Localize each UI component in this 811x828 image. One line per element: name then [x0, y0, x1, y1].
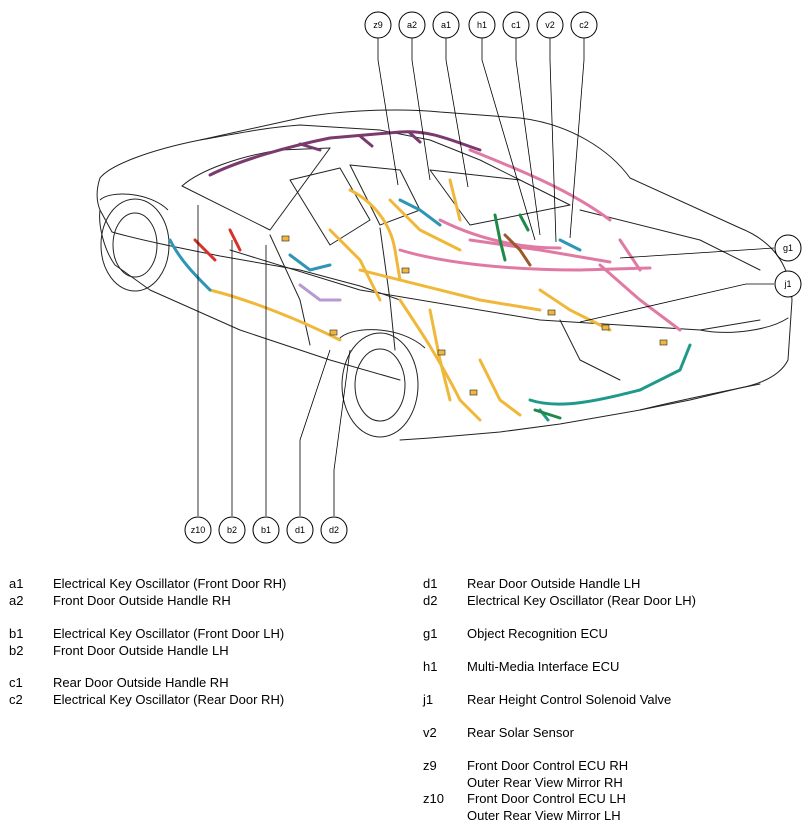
- svg-text:b2: b2: [227, 525, 237, 535]
- callout-b2: b2: [218, 516, 246, 544]
- legend-description: Electrical Key Oscillator (Front Door RH…: [53, 576, 287, 591]
- callout-c1: c1: [502, 11, 530, 39]
- callout-b1: b1: [252, 516, 280, 544]
- legend-description: Object Recognition ECU: [467, 626, 608, 641]
- harness-brown: [503, 233, 532, 267]
- svg-text:g1: g1: [783, 243, 793, 253]
- legend-code: d2: [423, 593, 438, 608]
- callout-leader-lines: [197, 38, 775, 516]
- harness-blue: [168, 198, 582, 292]
- front-wheel: [99, 193, 170, 292]
- legend-description: Rear Door Outside Handle RH: [53, 675, 229, 690]
- rear-wheel: [337, 329, 426, 438]
- legend-description: Front Door Outside Handle LH: [53, 643, 229, 658]
- harness-pink: [398, 148, 682, 332]
- legend-code: z10: [423, 791, 444, 806]
- callout-a1: a1: [432, 11, 460, 39]
- harness-yellow: [208, 178, 612, 422]
- legend-code: b1: [9, 626, 24, 641]
- car-body-outline: [96, 109, 793, 441]
- legend-code: b2: [9, 643, 24, 658]
- legend-description: Front Door Control ECU LH Outer Rear Vie…: [467, 791, 626, 823]
- legend-description: Electrical Key Oscillator (Rear Door LH): [467, 593, 697, 608]
- svg-text:j1: j1: [783, 279, 791, 289]
- svg-text:d1: d1: [295, 525, 305, 535]
- svg-text:v2: v2: [545, 20, 555, 30]
- legend-code: h1: [423, 659, 438, 674]
- legend-code: c1: [9, 675, 23, 690]
- legend-description: Front Door Control ECU RH Outer Rear Vie…: [467, 758, 629, 790]
- legend-description: Front Door Outside Handle RH: [53, 593, 231, 608]
- legend-description: Electrical Key Oscillator (Rear Door RH): [53, 692, 285, 707]
- svg-text:z9: z9: [373, 20, 383, 30]
- legend-code: c2: [9, 692, 23, 707]
- callout-a2: a2: [398, 11, 426, 39]
- legend-description: Rear Door Outside Handle LH: [467, 576, 641, 591]
- svg-text:d2: d2: [329, 525, 339, 535]
- callout-h1: h1: [468, 11, 496, 39]
- svg-text:z10: z10: [191, 525, 206, 535]
- legend-description: Electrical Key Oscillator (Front Door LH…: [53, 626, 285, 641]
- harness-connectors: [281, 235, 668, 396]
- harness-purple: [208, 130, 482, 177]
- svg-text:b1: b1: [261, 525, 271, 535]
- callout-d1: d1: [286, 516, 314, 544]
- callout-z10: z10: [184, 516, 212, 544]
- harness-green: [493, 213, 562, 420]
- wiring-harness-diagram: z9 a2 a1 h1 c1 v2 c2 g1 j1 z10 b2 b: [96, 11, 802, 544]
- callout-g1: g1: [774, 234, 802, 262]
- legend-code: g1: [423, 626, 438, 641]
- svg-text:c1: c1: [511, 20, 521, 30]
- legend-description: Rear Height Control Solenoid Valve: [467, 692, 672, 707]
- legend-code: a2: [9, 593, 24, 608]
- legend-code: d1: [423, 576, 438, 591]
- harness-lavender: [298, 283, 342, 302]
- legend-code: z9: [423, 758, 437, 773]
- legend-code: v2: [423, 725, 437, 740]
- svg-text:h1: h1: [477, 20, 487, 30]
- legend-code: a1: [9, 576, 24, 591]
- svg-text:a2: a2: [407, 20, 417, 30]
- legend-description: Rear Solar Sensor: [467, 725, 574, 740]
- legend-description: Multi-Media Interface ECU: [467, 659, 620, 674]
- legend-code: j1: [423, 692, 434, 707]
- callout-j1: j1: [774, 270, 802, 298]
- callout-v2: v2: [536, 11, 564, 39]
- svg-text:c2: c2: [579, 20, 589, 30]
- harness-teal: [528, 343, 692, 422]
- callout-c2: c2: [570, 11, 598, 39]
- callout-z9: z9: [364, 11, 392, 39]
- callout-d2: d2: [320, 516, 348, 544]
- svg-text:a1: a1: [441, 20, 451, 30]
